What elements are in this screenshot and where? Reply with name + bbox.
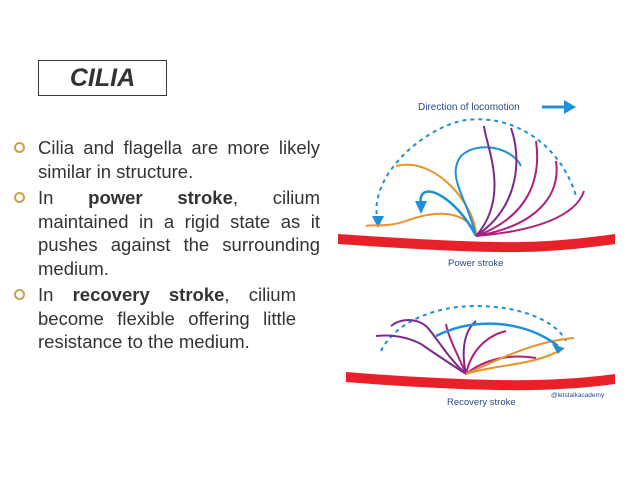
bullet-list: Cilia and flagella are more likely simil… [14,136,320,357]
cell-surface-power [338,234,615,253]
recovery-stroke-label: Recovery stroke [447,397,516,408]
cell-surface-recovery [346,372,615,391]
power-stroke-diagram: Power stroke [338,118,615,269]
recovery-arrowhead-icon [552,344,564,354]
power-stroke-term: power stroke [88,187,233,208]
bullet-item-3: In recovery stroke, cilium become flexib… [14,283,296,354]
power-arc-dashed [375,118,577,223]
recovery-stroke-term: recovery stroke [72,284,225,305]
bullet-circle-icon [14,289,25,300]
arc-arrowhead-icon [372,216,384,228]
credit-watermark: @letstalkacademy [551,392,605,399]
cilia-diagram: Direction of locomotion Power stroke [336,96,615,412]
direction-label: Direction of locomotion [418,102,520,113]
cilia-diagram-svg: Direction of locomotion Power stroke [338,100,615,408]
recovery-arc-dashed [380,304,567,352]
recovery-stroke-diagram: Recovery stroke @letstalkacademy [346,304,615,408]
bullet-item-1: Cilia and flagella are more likely simil… [14,136,320,183]
direction-arrow-icon [542,100,576,114]
slide-title-box: CILIA [38,60,167,96]
power-stroke-label: Power stroke [448,258,503,269]
bullet-item-2: In power stroke, cilium maintained in a … [14,186,320,280]
bullet-circle-icon [14,142,25,153]
bullet-circle-icon [14,192,25,203]
slide-title: CILIA [69,63,136,92]
